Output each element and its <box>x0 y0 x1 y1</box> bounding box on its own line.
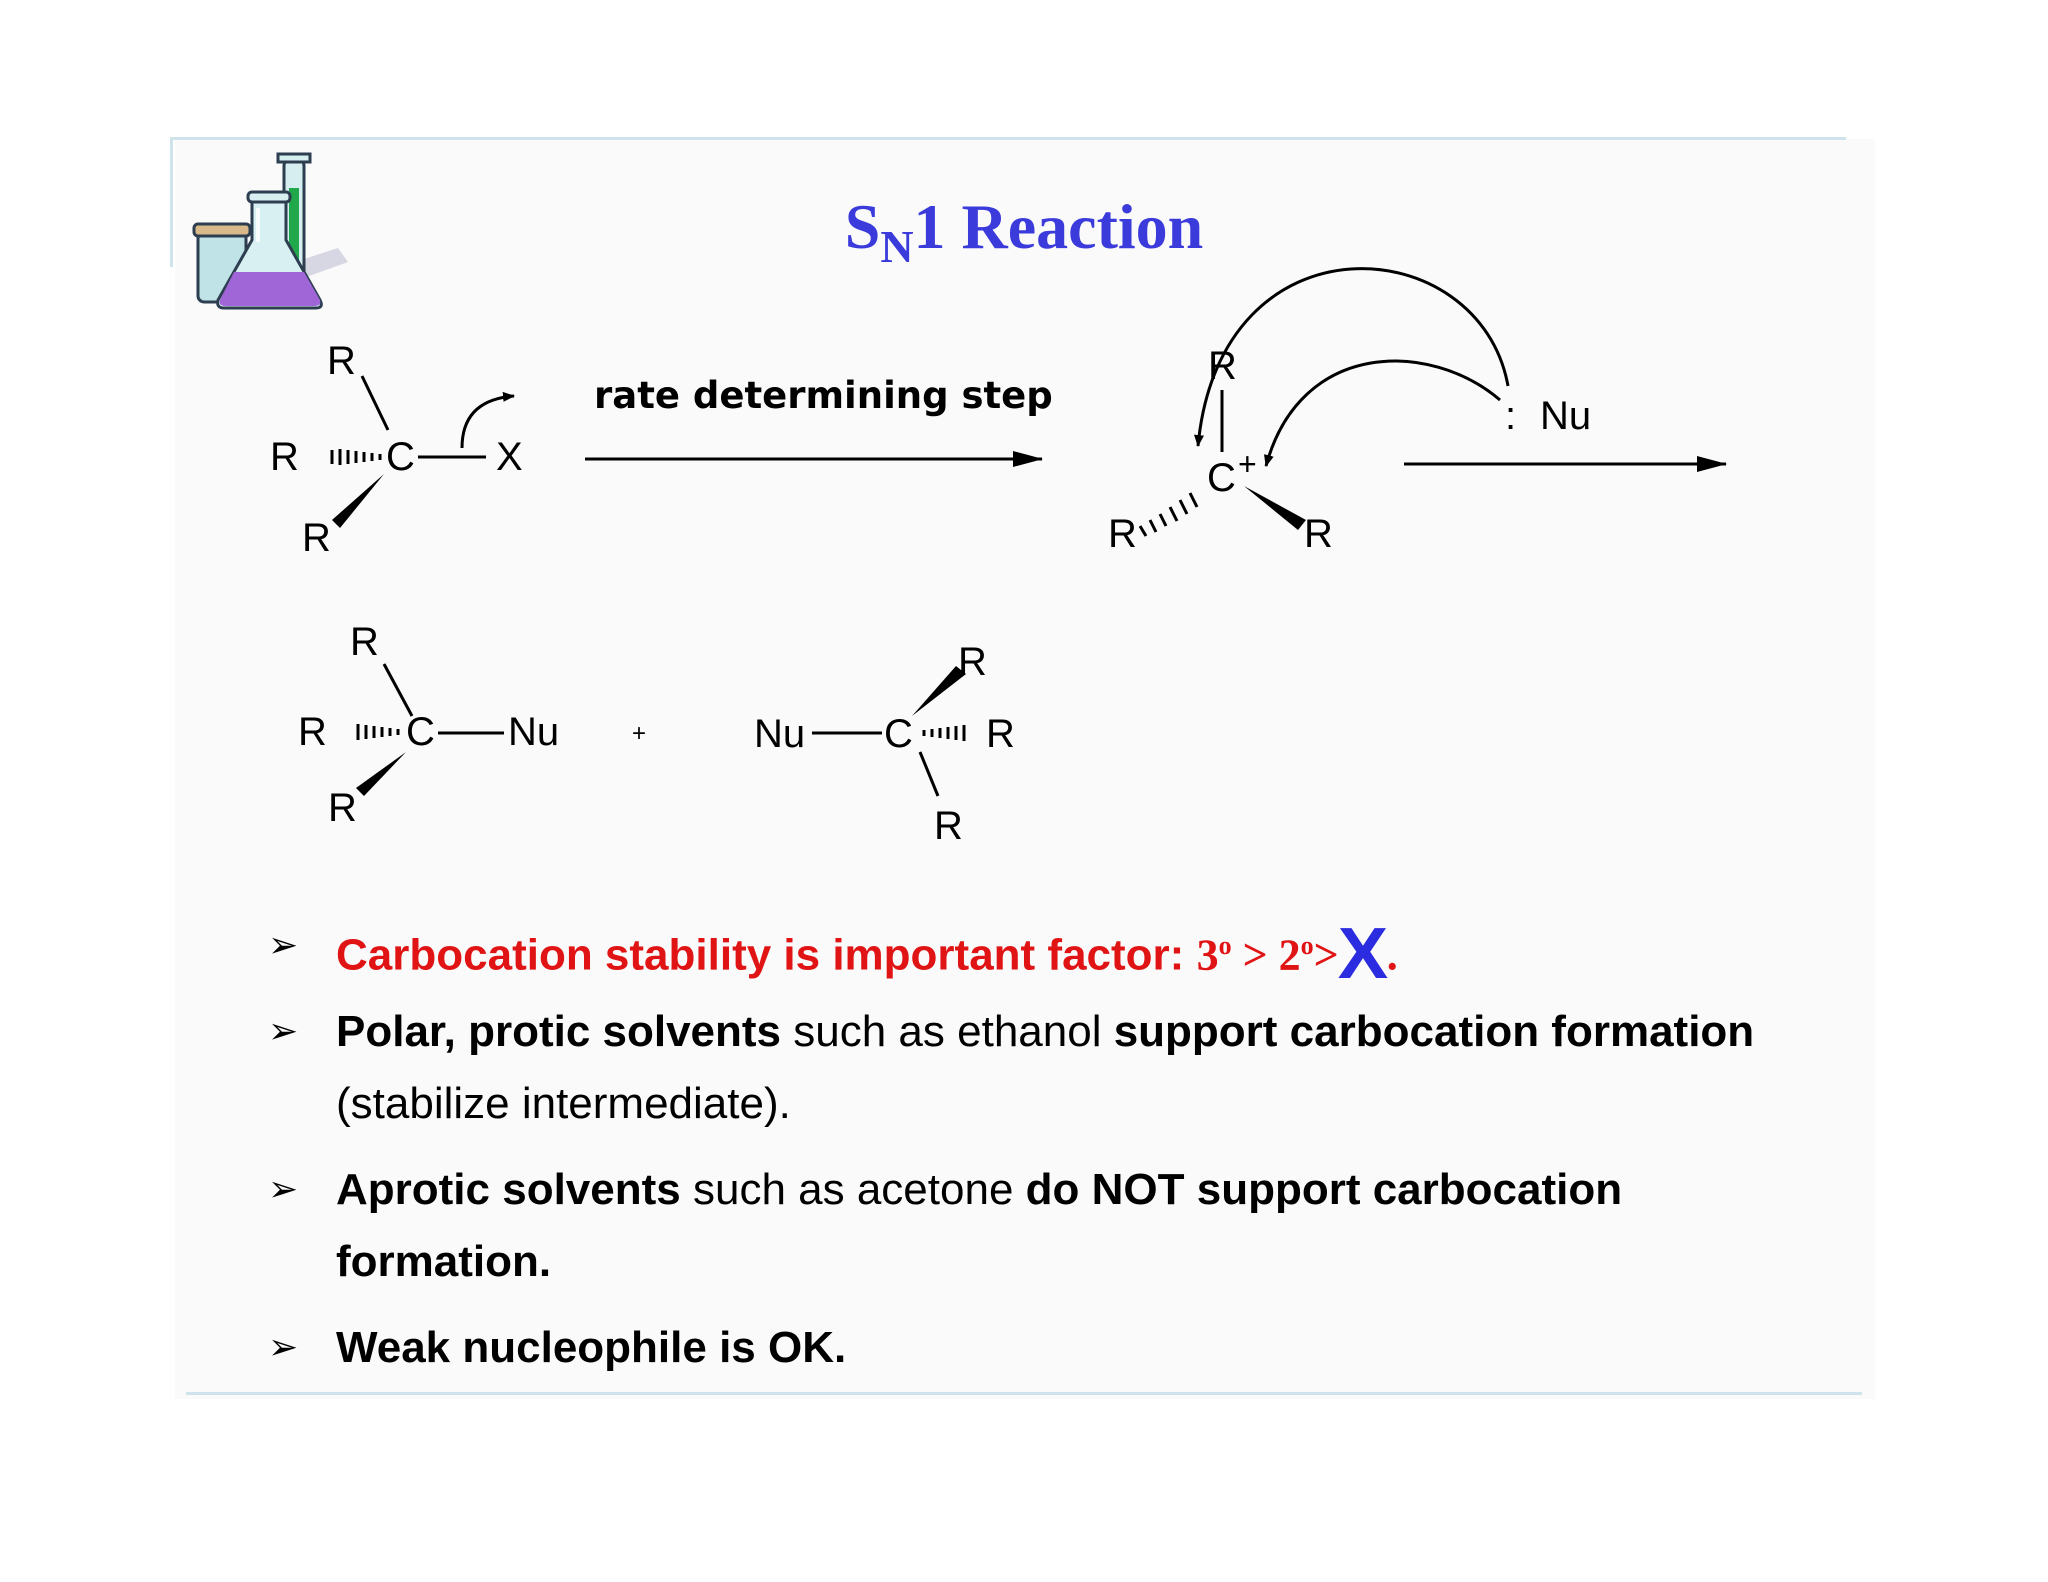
bullet-marker: ➢ <box>268 1011 299 1052</box>
bullet-marker: ➢ <box>268 1169 299 1210</box>
acetone-text: such as acetone <box>680 1165 1026 1214</box>
reaction-scheme <box>330 267 1727 797</box>
product-right-bond-bottom <box>918 751 940 797</box>
slide-title: SN1 Reaction <box>0 190 2048 273</box>
leaving-group-arrow <box>460 391 515 449</box>
product-right-r-top: R <box>958 640 987 684</box>
product-left-bond-top <box>382 663 414 717</box>
rate-step-label: rate determining step <box>594 374 1053 417</box>
degree-mark-2: o <box>1300 931 1314 960</box>
aprotic-term: Aprotic solvents <box>336 1165 681 1214</box>
title-subscript: N <box>880 221 914 272</box>
bottom-rule <box>186 1392 1862 1395</box>
bullet-marker: ➢ <box>268 1327 299 1368</box>
title-s: S <box>844 191 881 262</box>
product-right-wedge-bond <box>912 666 966 716</box>
bullet-text: Weak nucleophile is OK. <box>336 1323 847 1372</box>
cation-r-top: R <box>1208 344 1237 388</box>
nucleophile-lone-pair: : <box>1505 394 1517 438</box>
bullet-text: Carbocation stability is important facto… <box>336 910 1916 992</box>
cation-wedge-bond <box>1244 486 1306 530</box>
substrate-r-top: R <box>327 339 356 383</box>
polar-protic-term: Polar, protic solvents <box>336 1007 782 1056</box>
substrate-wedge-bond <box>332 474 384 528</box>
top-rule <box>170 137 1846 140</box>
product-left-r-left: R <box>298 710 327 754</box>
cation-r-right: R <box>1304 512 1333 556</box>
product-left-r-bottom: R <box>328 786 357 830</box>
plus-sign: + <box>632 720 647 747</box>
product-left-nu: Nu <box>508 710 560 754</box>
stabilize-text: (stabilize intermediate). <box>336 1079 791 1128</box>
bullet-text: Polar, protic solvents such as ethanol s… <box>336 996 1916 1140</box>
product-right-hashed-bond <box>922 725 966 741</box>
degree-mark: o <box>1218 931 1232 960</box>
support-text: support carbocation formation <box>1113 1007 1755 1056</box>
product-left-r-top: R <box>350 620 379 664</box>
product-right-r-right: R <box>986 712 1015 756</box>
substrate-bond-top <box>360 375 390 431</box>
cation-r-left: R <box>1108 512 1137 556</box>
bullet-marker: ➢ <box>268 925 299 966</box>
substrate-r-bottom: R <box>302 516 331 560</box>
greater-than: > <box>1313 930 1339 980</box>
order-secondary: > 2 <box>1231 930 1301 980</box>
slide-background <box>175 139 1875 1399</box>
product-right-nu: Nu <box>754 712 806 756</box>
trailing-dot: . <box>1386 930 1398 980</box>
product-right-r-bottom: R <box>934 804 963 848</box>
not-support-text: do NOT support carbocation formation. <box>336 1165 1623 1286</box>
substrate-r-left: R <box>270 435 299 479</box>
cross-mark-icon: X <box>1337 913 1388 994</box>
order-tertiary: 3 <box>1196 930 1219 980</box>
stability-text: Carbocation stability is important facto… <box>336 930 1197 980</box>
product-right-carbon: C <box>884 712 913 756</box>
substrate-leaving-group: X <box>496 435 523 479</box>
nucleophile-arrow-outer <box>1194 267 1510 447</box>
bullet-text: Aprotic solvents such as acetone do NOT … <box>336 1154 1796 1298</box>
product-left-carbon: C <box>406 710 435 754</box>
product-left-hashed-bond <box>356 724 400 740</box>
substrate-hashed-bond <box>330 449 382 465</box>
cation-carbon: C <box>1207 456 1236 500</box>
lab-glassware-icon <box>192 152 348 310</box>
substrate-carbon: C <box>386 435 415 479</box>
title-rest: 1 Reaction <box>913 191 1204 262</box>
nucleophile-arrow-inner <box>1264 359 1501 467</box>
nucleophile-label: Nu <box>1540 394 1592 438</box>
cation-charge: + <box>1238 446 1257 482</box>
product-left-wedge-bond <box>356 752 406 796</box>
ethanol-text: such as ethanol <box>781 1007 1114 1056</box>
left-rule <box>170 137 173 267</box>
cation-hashed-bond <box>1138 492 1199 537</box>
